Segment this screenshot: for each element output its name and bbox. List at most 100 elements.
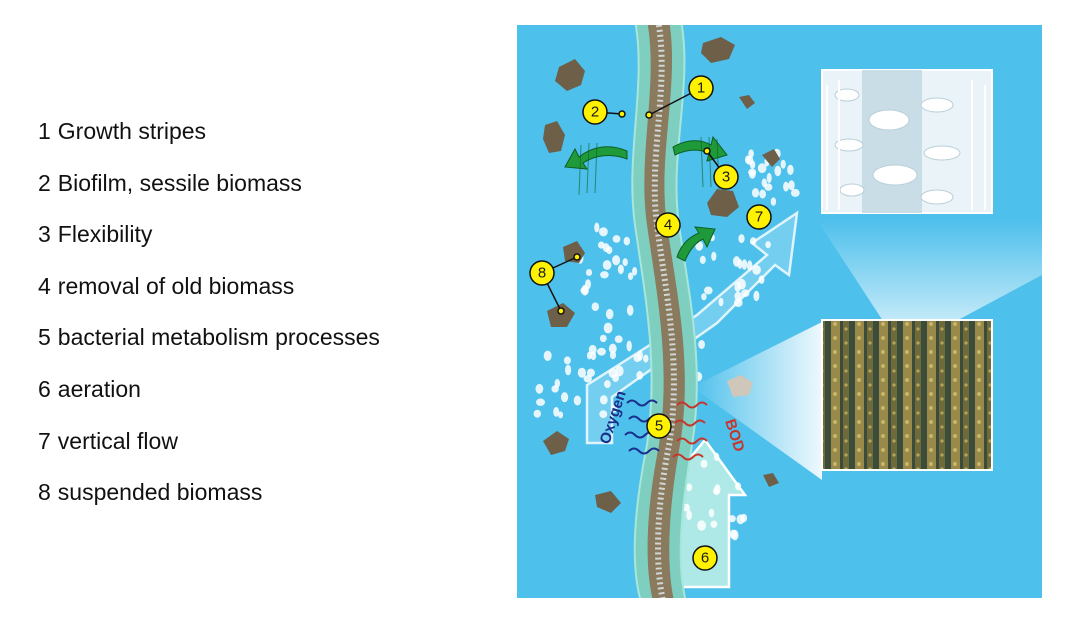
air-bubble bbox=[718, 297, 724, 307]
air-bubble bbox=[622, 258, 628, 266]
legend-number: 3 bbox=[38, 221, 51, 248]
air-bubble bbox=[735, 482, 742, 491]
air-bubble bbox=[598, 241, 605, 249]
air-bubble bbox=[600, 271, 609, 279]
air-bubble bbox=[766, 172, 772, 184]
air-bubble bbox=[617, 264, 624, 275]
air-bubble bbox=[553, 407, 560, 417]
air-bubble bbox=[747, 260, 753, 272]
air-bubble bbox=[788, 180, 795, 191]
photo-strip-body bbox=[862, 70, 922, 213]
legend-number: 4 bbox=[38, 272, 51, 299]
air-bubble bbox=[699, 255, 706, 264]
biomass-floc bbox=[543, 431, 569, 455]
air-bubble bbox=[780, 159, 786, 169]
air-bubble bbox=[790, 188, 800, 197]
legend-number: 8 bbox=[38, 479, 51, 506]
air-bubble bbox=[737, 278, 746, 290]
photo-frame-lower bbox=[821, 319, 993, 471]
callout-number: 7 bbox=[755, 209, 763, 226]
air-bubble bbox=[748, 149, 754, 158]
callout-number: 6 bbox=[701, 550, 709, 567]
legend-text: aeration bbox=[57, 375, 141, 402]
callout-number: 4 bbox=[664, 217, 672, 234]
air-bubble bbox=[614, 335, 623, 344]
air-bubble bbox=[615, 365, 624, 377]
callout-leaders bbox=[541, 87, 727, 315]
air-bubble bbox=[583, 375, 592, 383]
oxygen-wave bbox=[628, 447, 660, 455]
air-bubble bbox=[604, 380, 611, 389]
air-bubble bbox=[602, 260, 612, 270]
air-bubble bbox=[738, 234, 745, 244]
air-bubble bbox=[599, 395, 608, 405]
biomass-floc bbox=[739, 95, 755, 109]
growth-stripe-pattern bbox=[651, 25, 677, 598]
air-bubble bbox=[599, 227, 608, 237]
air-bubble bbox=[700, 459, 708, 468]
air-bubble bbox=[741, 259, 748, 270]
air-bubble bbox=[748, 168, 757, 176]
air-bubble bbox=[758, 275, 765, 284]
air-bubble bbox=[611, 404, 618, 413]
air-bubble bbox=[627, 272, 634, 280]
air-bubble bbox=[759, 189, 766, 199]
air-bubble bbox=[698, 340, 705, 349]
biomass-floc bbox=[555, 59, 585, 91]
air-bubble bbox=[608, 368, 618, 379]
air-bubble bbox=[536, 398, 545, 406]
air-bubble bbox=[609, 351, 617, 360]
air-bubble bbox=[633, 353, 642, 363]
magnified-strip-photo bbox=[821, 69, 993, 214]
air-bubble bbox=[632, 267, 638, 276]
air-bubble bbox=[533, 409, 541, 418]
air-bubble bbox=[697, 520, 706, 531]
air-bubble bbox=[741, 289, 750, 298]
bod-wave bbox=[674, 419, 706, 427]
air-bubble bbox=[731, 529, 739, 541]
magnify-beam-upper bbox=[817, 220, 1042, 350]
air-bubble bbox=[733, 256, 741, 267]
air-bubble bbox=[591, 302, 599, 312]
air-bubble bbox=[554, 378, 560, 388]
air-bubble bbox=[626, 340, 632, 352]
air-bubble bbox=[606, 246, 613, 255]
legend-number: 2 bbox=[38, 169, 51, 196]
callout-6 bbox=[692, 545, 718, 571]
callout-number: 8 bbox=[538, 265, 546, 282]
air-bubble bbox=[603, 322, 613, 334]
air-bubble bbox=[626, 304, 634, 316]
air-bubble bbox=[686, 510, 692, 521]
biomass-floc bbox=[543, 121, 565, 153]
callout-3 bbox=[713, 164, 739, 190]
air-bubble bbox=[643, 354, 649, 363]
air-bubble bbox=[714, 484, 721, 495]
air-bubble bbox=[728, 515, 736, 523]
air-bubble bbox=[608, 343, 617, 354]
air-bubble bbox=[751, 188, 760, 198]
callout-markers: 1 2 3 4 5 6 7 8 bbox=[529, 75, 772, 571]
air-bubble bbox=[581, 284, 589, 296]
air-bubble bbox=[573, 395, 582, 406]
callout-number: 2 bbox=[591, 104, 599, 121]
air-bubble bbox=[594, 222, 600, 233]
air-bubble bbox=[599, 410, 608, 418]
bod-wave bbox=[676, 437, 708, 445]
air-bubble bbox=[701, 293, 707, 301]
legend-text: Growth stripes bbox=[57, 118, 207, 144]
air-bubble bbox=[535, 383, 544, 394]
flexibility-arrows bbox=[564, 135, 728, 262]
callout-5 bbox=[646, 413, 672, 439]
air-bubble bbox=[599, 334, 607, 343]
air-bubble bbox=[682, 503, 690, 512]
biomass-floc bbox=[762, 149, 780, 167]
air-bubble bbox=[605, 308, 614, 320]
air-bubble bbox=[636, 370, 644, 380]
legend-text: Flexibility bbox=[57, 221, 153, 248]
callout-2 bbox=[582, 99, 608, 125]
